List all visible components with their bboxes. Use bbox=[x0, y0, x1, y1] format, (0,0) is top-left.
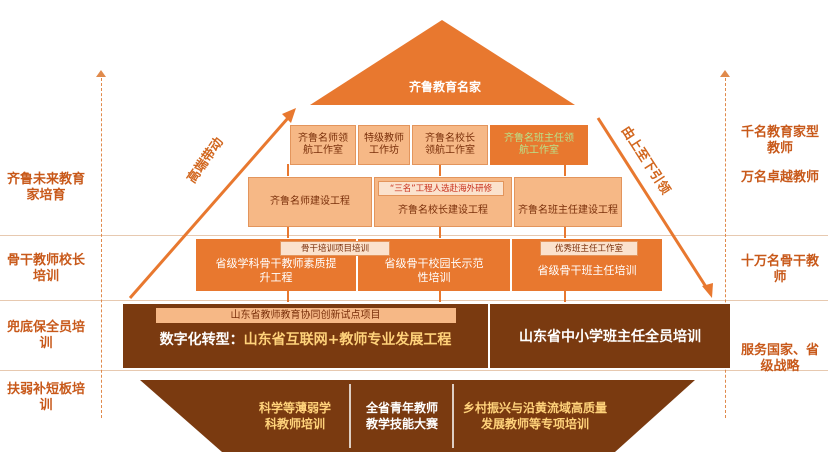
digital-prefix: 数字化转型： bbox=[159, 332, 244, 348]
rural-revitalization-training: 乡村振兴与沿黄流域高质量发展教师等专项培训 bbox=[463, 400, 608, 431]
right-label-hundred-thousand: 十万名骨干教师 bbox=[740, 254, 819, 286]
backbone-training-tag: 骨干培训项目培训 bbox=[280, 241, 390, 256]
project-homeroom: 齐鲁名班主任建设工程 bbox=[514, 177, 622, 227]
divider-line bbox=[0, 235, 828, 236]
studio-special-teacher: 特级教师工作坊 bbox=[358, 125, 410, 165]
studio-homeroom: 齐鲁名班主任领航工作室 bbox=[490, 125, 588, 165]
arrow-up-icon bbox=[720, 70, 730, 77]
project-teacher: 齐鲁名师建设工程 bbox=[248, 177, 372, 227]
studio-principal: 齐鲁名校长领航工作室 bbox=[412, 125, 488, 165]
weak-subject-training: 科学等薄弱学科教师培训 bbox=[258, 400, 331, 431]
overseas-study-tag: “三名”工程人选赴海外研修 bbox=[378, 181, 504, 196]
digital-transformation-block: 山东省教师教育协同创新试点项目 数字化转型：山东省互联网+教师专业发展工程 bbox=[123, 304, 488, 368]
homeroom-all-training: 山东省中小学班主任全员培训 bbox=[490, 304, 730, 368]
left-label-future-educator: 齐鲁未来教育家培育 bbox=[6, 172, 85, 204]
digital-main: 山东省互联网+教师专业发展工程 bbox=[243, 332, 452, 348]
left-label-support-weak: 扶弱补短板培训 bbox=[6, 382, 85, 414]
right-label-ten-thousand: 万名卓越教师 bbox=[740, 170, 819, 185]
arrow-up-icon bbox=[96, 70, 106, 77]
left-label-backbone: 骨干教师校长培训 bbox=[6, 253, 85, 285]
studio-teacher: 齐鲁名师领航工作室 bbox=[290, 125, 356, 165]
digital-title: 数字化转型：山东省互联网+教师专业发展工程 bbox=[160, 329, 452, 349]
right-dashed-arrow bbox=[725, 78, 726, 418]
right-label-thousand: 千名教育家型教师 bbox=[740, 125, 819, 157]
left-dashed-arrow bbox=[101, 78, 102, 418]
base-subtitle: 山东省教师教育协同创新试点项目 bbox=[155, 308, 456, 323]
divider-line bbox=[0, 370, 828, 371]
top-title: 齐鲁教育名家 bbox=[408, 80, 481, 95]
divider-line bbox=[0, 300, 828, 301]
project-principal-label: 齐鲁名校长建设工程 bbox=[398, 204, 488, 216]
left-label-all-staff: 兜底保全员培训 bbox=[6, 320, 85, 352]
homeroom-studio-tag: 优秀班主任工作室 bbox=[540, 241, 638, 256]
young-teacher-contest: 全省青年教师教学技能大赛 bbox=[365, 400, 438, 431]
right-label-national-strategy: 服务国家、省级战略 bbox=[740, 343, 819, 375]
